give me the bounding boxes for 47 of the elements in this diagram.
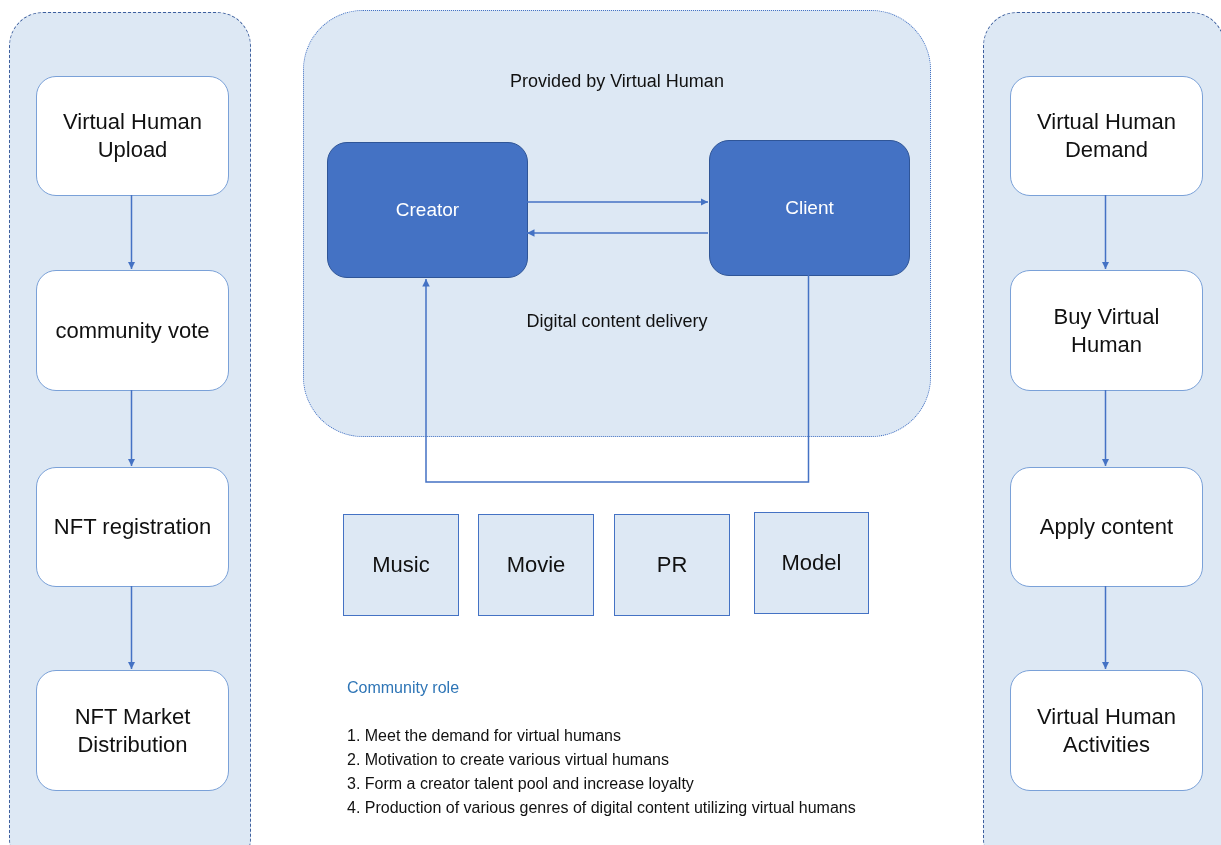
process-box	[36, 670, 229, 791]
arrow	[422, 274, 810, 483]
process-box	[1010, 467, 1203, 587]
arrow	[1101, 194, 1110, 270]
box-label: community vote	[54, 316, 211, 345]
panel-background	[9, 12, 251, 845]
process-box	[709, 140, 910, 276]
arrow	[1101, 585, 1110, 670]
box-label: Music	[371, 551, 431, 579]
box-label: Client	[784, 195, 835, 220]
arrow	[1101, 389, 1110, 467]
box-label: Buy Virtual Human	[1052, 302, 1161, 359]
arrow	[127, 389, 136, 467]
arrow	[526, 229, 709, 237]
process-box	[1010, 76, 1203, 196]
box-label: Virtual Human Demand	[1036, 108, 1177, 164]
list-item: 2. Motivation to create various virtual humans	[347, 751, 669, 769]
box-label: Movie	[505, 551, 567, 579]
arrow	[127, 194, 136, 270]
box-label: Model	[780, 549, 843, 577]
box-label: PR	[655, 551, 689, 579]
list-item: 4. Production of various genres of digital content utilizing virtual humans	[347, 799, 856, 817]
panel-heading: Provided by Virtual Human	[509, 71, 725, 92]
genre-box	[614, 514, 730, 616]
process-box	[36, 467, 229, 587]
process-box	[36, 76, 229, 196]
list-item: 3. Form a creator talent pool and increase loyalty	[347, 775, 694, 793]
genre-box	[343, 514, 459, 616]
arrow	[127, 585, 136, 670]
process-box	[1010, 670, 1203, 791]
process-box	[327, 142, 528, 278]
process-box	[1010, 270, 1203, 391]
arrow	[526, 198, 709, 206]
genre-box	[754, 512, 869, 614]
box-label: Apply content	[1038, 513, 1175, 541]
section-heading: Community role	[347, 679, 460, 697]
box-label: NFT Market Distribution	[73, 702, 192, 759]
box-label: Virtual Human Upload	[62, 108, 203, 164]
panel-background	[303, 10, 931, 437]
genre-box	[478, 514, 594, 616]
panel-heading: Digital content delivery	[525, 311, 709, 332]
box-label: Virtual Human Activities	[1036, 702, 1177, 759]
list-item: 1. Meet the demand for virtual humans	[347, 727, 621, 745]
box-label: NFT registration	[52, 513, 213, 541]
panel-background	[983, 12, 1221, 845]
process-box	[36, 270, 229, 391]
box-label: Creator	[394, 197, 461, 222]
